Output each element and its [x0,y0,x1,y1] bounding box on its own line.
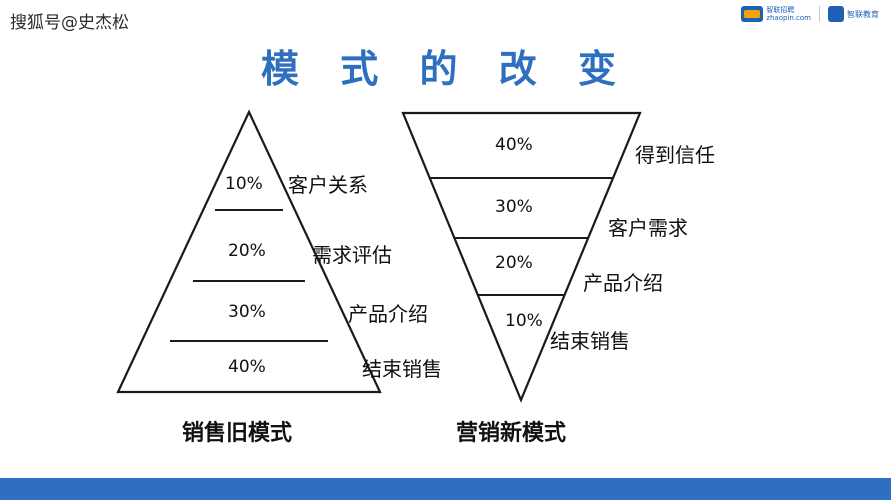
funnel-percent-2: 30% [495,197,533,217]
funnel-label-4: 结束销售 [550,329,630,353]
logo-divider [819,6,820,22]
funnel-divider-lines [430,177,613,296]
funnel-caption: 营销新模式 [456,421,567,446]
zhilian-edu-logo: 智联教育 [828,6,879,22]
funnel-label-1: 得到信任 [635,143,715,167]
funnel-label-3: 产品介绍 [583,271,663,295]
zhaopin-logo-text-top: 智联招聘 [766,6,795,14]
pyramid-divider-lines [170,209,328,342]
zhilian-edu-logo-mark [828,6,844,22]
watermark-text: 搜狐号@史杰松 [10,13,129,33]
zhaopin-logo: 智联招聘 zhaopin.com [741,6,811,22]
pyramid-percent-3: 30% [228,302,266,322]
funnel-label-2: 客户需求 [608,216,688,240]
pyramid-label-1: 客户关系 [288,173,368,197]
bottom-bar-separator [0,476,891,478]
funnel-percent-3: 20% [495,253,533,273]
pyramid-outline [116,109,382,394]
pyramid-caption: 销售旧模式 [182,421,293,446]
funnel-percent-1: 40% [495,135,533,155]
pyramid-label-2: 需求评估 [312,243,392,267]
slide-title: 模 式 的 改 变 [261,47,630,91]
zhilian-edu-logo-text: 智联教育 [847,9,879,19]
funnel-percent-4: 10% [505,311,543,331]
bottom-bar [0,478,891,500]
pyramid-percent-2: 20% [228,241,266,261]
pyramid-label-3: 产品介绍 [348,302,428,326]
zhaopin-logo-mark [741,6,764,22]
logo-group: 智联招聘 zhaopin.com 智联教育 [741,6,879,22]
funnel-outline [401,111,642,403]
pyramid-percent-4: 40% [228,357,266,377]
pyramid-percent-1: 10% [225,174,263,194]
zhaopin-logo-text-bottom: zhaopin.com [766,14,811,22]
zhaopin-logo-text: 智联招聘 zhaopin.com [766,6,811,22]
pyramid-label-4: 结束销售 [362,357,442,381]
